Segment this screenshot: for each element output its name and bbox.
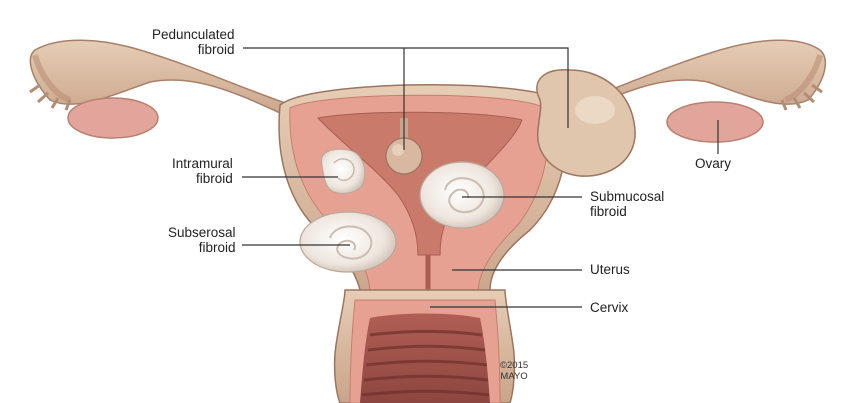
left-fallopian-tube	[29, 39, 301, 122]
pedunculated-fibroid-label: Pedunculated fibroid	[152, 27, 235, 57]
pedunculated-fibroid-large	[536, 69, 636, 177]
credit-year: ©2015	[500, 360, 529, 371]
cervix-text: Cervix	[590, 300, 629, 315]
submucosal-line-1: Submucosal	[590, 189, 665, 204]
intramural-fibroid	[320, 148, 366, 194]
leader-lines	[242, 47, 719, 308]
left-ovary	[67, 97, 159, 139]
cervix-label: Cervix	[590, 300, 628, 315]
intramural-line-2: fibroid	[196, 171, 233, 186]
submucosal-fibroid-label: Submucosal fibroid	[590, 189, 664, 219]
ovary-label: Ovary	[695, 156, 731, 171]
subserosal-line-1: Subserosal	[168, 225, 236, 240]
right-fallopian-tube	[559, 39, 827, 122]
credit-owner: MAYO	[500, 371, 528, 382]
intramural-fibroid-label: Intramural fibroid	[172, 156, 233, 186]
cervix-shape	[333, 289, 516, 403]
submucosal-fibroid	[419, 161, 505, 229]
right-ovary	[666, 101, 764, 143]
copyright-credit: ©2015 MAYO	[500, 360, 528, 382]
subserosal-fibroid	[299, 211, 397, 273]
ovary-text: Ovary	[695, 156, 732, 171]
uterus-label: Uterus	[590, 262, 630, 277]
submucosal-line-2: fibroid	[590, 204, 627, 219]
leader-line-pedunculated	[243, 47, 569, 128]
subserosal-fibroid-label: Subserosal fibroid	[168, 225, 236, 255]
subserosal-line-2: fibroid	[198, 240, 236, 255]
pedunculated-line-1: Pedunculated	[152, 27, 235, 42]
pedunculated-line-2: fibroid	[197, 42, 235, 57]
intramural-line-1: Intramural	[172, 156, 233, 171]
uterus-text: Uterus	[590, 262, 630, 277]
